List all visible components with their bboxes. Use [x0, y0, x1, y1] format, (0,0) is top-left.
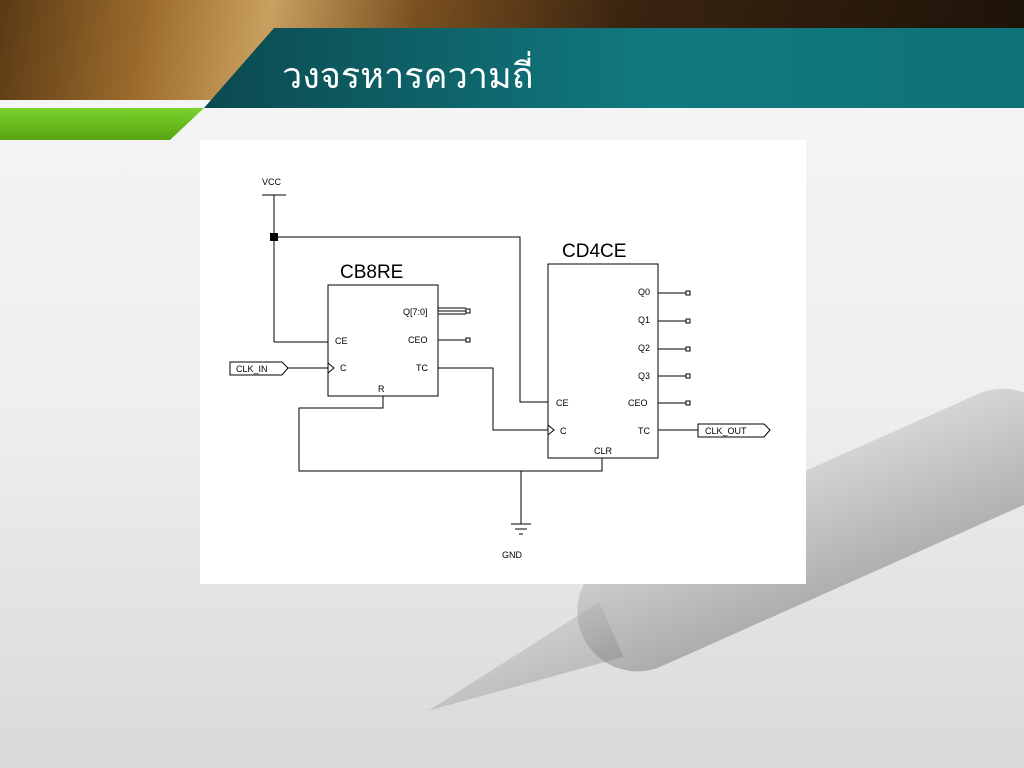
cb8re-clock-marker: [327, 362, 335, 374]
schematic-diagram: VCC CB8RE CE C R Q[7:0] CEO TC CLK_IN CD…: [229, 177, 771, 560]
vcc-to-cd4ce-ce-wire: [274, 236, 548, 403]
cd4ce-clock-marker: [547, 424, 555, 436]
clk-out-port: [697, 423, 771, 438]
cb8re-tc-pin: TC: [416, 363, 428, 373]
cb8re-c-pin: C: [340, 363, 347, 373]
cd4ce-clr-pin: CLR: [594, 446, 613, 456]
cd4ce-ceo-pin: CEO: [628, 398, 648, 408]
cd4ce-c-pin: C: [560, 426, 567, 436]
schematic-panel: VCC CB8RE CE C R Q[7:0] CEO TC CLK_IN CD…: [200, 140, 806, 584]
cb8re-q-pin: Q[7:0]: [403, 307, 428, 317]
cd4ce-block: [547, 263, 659, 459]
cd4ce-q0-terminal: [685, 290, 691, 296]
cb8re-ce-pin: CE: [335, 336, 348, 346]
cd4ce-ceo-terminal: [685, 400, 691, 406]
cb8re-r-pin: R: [378, 384, 385, 394]
cb8re-ceo-pin: CEO: [408, 335, 428, 345]
accent-bar: [0, 108, 204, 140]
cd4ce-q0-pin: Q0: [638, 287, 650, 297]
vcc-label: VCC: [262, 177, 282, 187]
cb8re-ceo-terminal: [465, 337, 471, 343]
cb8re-q-terminal: [465, 308, 471, 314]
clk-in-port: [229, 361, 289, 376]
cb8re-tc-to-cd4ce-c-wire: [438, 367, 548, 431]
cd4ce-q1-terminal: [685, 318, 691, 324]
cd4ce-q2-pin: Q2: [638, 343, 650, 353]
clk-out-label: CLK_OUT: [705, 426, 747, 436]
cd4ce-q1-pin: Q1: [638, 315, 650, 325]
reset-clear-net: [298, 396, 603, 472]
title-bar: [204, 28, 1024, 108]
cb8re-title: CB8RE: [340, 262, 403, 283]
cd4ce-q3-terminal: [685, 373, 691, 379]
cd4ce-ce-pin: CE: [556, 398, 569, 408]
gnd-label: GND: [502, 550, 523, 560]
clk-in-label: CLK_IN: [236, 364, 268, 374]
cd4ce-q2-terminal: [685, 346, 691, 352]
cd4ce-q3-pin: Q3: [638, 371, 650, 381]
slide-title: วงจรหารความถี่: [282, 56, 534, 96]
cd4ce-tc-pin: TC: [638, 426, 650, 436]
cd4ce-title: CD4CE: [562, 241, 626, 262]
